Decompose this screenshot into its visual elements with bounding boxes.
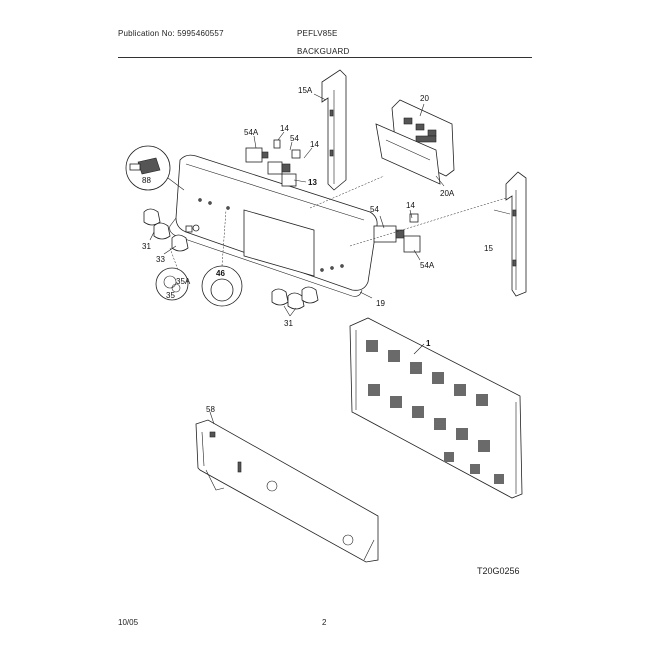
lower-bracket-58 <box>195 419 379 563</box>
publication-number: Publication No: 5995460557 <box>118 29 224 38</box>
label-20a: 20A <box>440 189 455 198</box>
label-33: 33 <box>156 255 165 264</box>
label-14-top: 14 <box>280 124 289 133</box>
label-13: 13 <box>308 178 317 187</box>
footer-date: 10/05 <box>118 618 139 627</box>
overlay-20a <box>375 123 441 185</box>
label-54-right: 54 <box>370 205 379 214</box>
control-panel-19 <box>169 154 378 297</box>
label-31-left: 31 <box>142 242 151 251</box>
label-19: 19 <box>376 299 385 308</box>
leader-lines <box>149 93 511 425</box>
knobs-bottom <box>271 286 319 310</box>
label-15: 15 <box>484 244 493 253</box>
label-35a: 35A <box>176 277 191 286</box>
model-number: PEFLV85E <box>297 29 338 38</box>
infinite-switch-top <box>245 139 301 187</box>
label-31-bottom: 31 <box>284 319 293 328</box>
section-title: BACKGUARD <box>297 47 350 56</box>
footer-page-number: 2 <box>322 618 327 627</box>
label-54a-top: 54A <box>244 128 259 137</box>
label-15a: 15A <box>298 86 313 95</box>
label-88: 88 <box>142 176 151 185</box>
label-1: 1 <box>426 339 431 348</box>
knob-46-callout <box>201 209 243 307</box>
header-rule <box>118 57 532 58</box>
label-35: 35 <box>166 291 175 300</box>
label-20: 20 <box>420 94 429 103</box>
infinite-switch-right <box>373 213 421 253</box>
label-58: 58 <box>206 405 215 414</box>
label-14-right: 14 <box>406 201 415 210</box>
label-54a-right: 54A <box>420 261 435 270</box>
rear-panel-1 <box>349 317 523 499</box>
knobs-left <box>143 208 200 252</box>
end-bracket-15 <box>505 171 527 297</box>
label-46: 46 <box>216 269 225 278</box>
indicator-lamp-88-callout <box>125 145 185 191</box>
figure-code: T20G0256 <box>477 566 520 576</box>
end-bracket-15a <box>321 69 347 191</box>
knob-ring-35-callout <box>155 267 189 301</box>
label-54-top: 54 <box>290 134 299 143</box>
label-14-mid: 14 <box>310 140 319 149</box>
